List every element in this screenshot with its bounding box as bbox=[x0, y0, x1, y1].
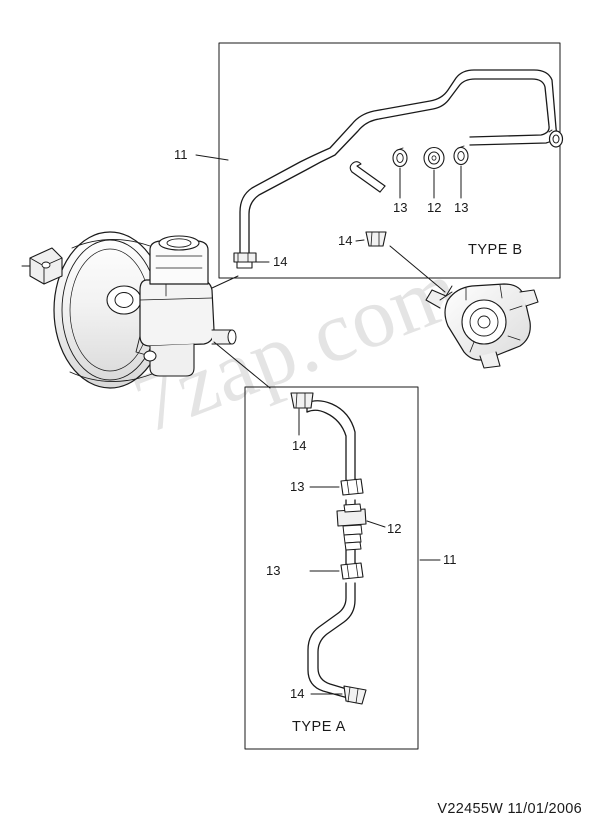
type-a-clip-14-bottom bbox=[343, 685, 367, 705]
brake-booster-assembly bbox=[21, 231, 237, 389]
type-a-callout-12: 12 bbox=[387, 521, 402, 536]
type-b-hose-stub bbox=[349, 161, 386, 193]
type-b-clip-14-mid bbox=[365, 231, 387, 247]
type-a-panel-border bbox=[244, 386, 419, 750]
type-b-panel-border bbox=[218, 42, 561, 279]
type-b-callout-11: 11 bbox=[174, 147, 188, 162]
type-b-title: TYPE B bbox=[468, 242, 523, 258]
type-a-leaders bbox=[298, 408, 441, 695]
type-a-callout-14-top: 14 bbox=[292, 438, 307, 453]
type-b-clip-14-left bbox=[233, 252, 257, 263]
type-b-callout-14-left: 14 bbox=[273, 254, 288, 269]
type-a-title: TYPE A bbox=[292, 719, 346, 735]
type-a-callout-13-bottom: 13 bbox=[266, 563, 281, 578]
type-b-clamp-13-left bbox=[392, 147, 408, 168]
type-a-callout-14-bottom: 14 bbox=[290, 686, 305, 701]
document-footer: V22455W 11/01/2006 bbox=[437, 801, 582, 817]
type-b-callout-13-left: 13 bbox=[393, 200, 408, 215]
assembly-leaders bbox=[211, 245, 446, 389]
type-a-clamp-13-top bbox=[340, 478, 364, 496]
type-b-hose bbox=[239, 69, 564, 263]
type-b-callout-14-mid: 14 bbox=[338, 233, 353, 248]
type-a-clamp-13-bottom bbox=[340, 562, 364, 580]
type-b-leaders bbox=[195, 154, 462, 263]
type-a-callout-13-top: 13 bbox=[290, 479, 305, 494]
type-b-callout-13-right: 13 bbox=[454, 200, 469, 215]
type-a-valve-12 bbox=[336, 503, 367, 551]
type-a-callout-11: 11 bbox=[443, 552, 457, 567]
type-b-valve-12 bbox=[423, 146, 445, 170]
type-a-clip-14-top bbox=[290, 392, 314, 409]
type-b-callout-12: 12 bbox=[427, 200, 442, 215]
vacuum-pump-assembly bbox=[425, 283, 539, 369]
type-b-clamp-13-right bbox=[453, 145, 469, 166]
